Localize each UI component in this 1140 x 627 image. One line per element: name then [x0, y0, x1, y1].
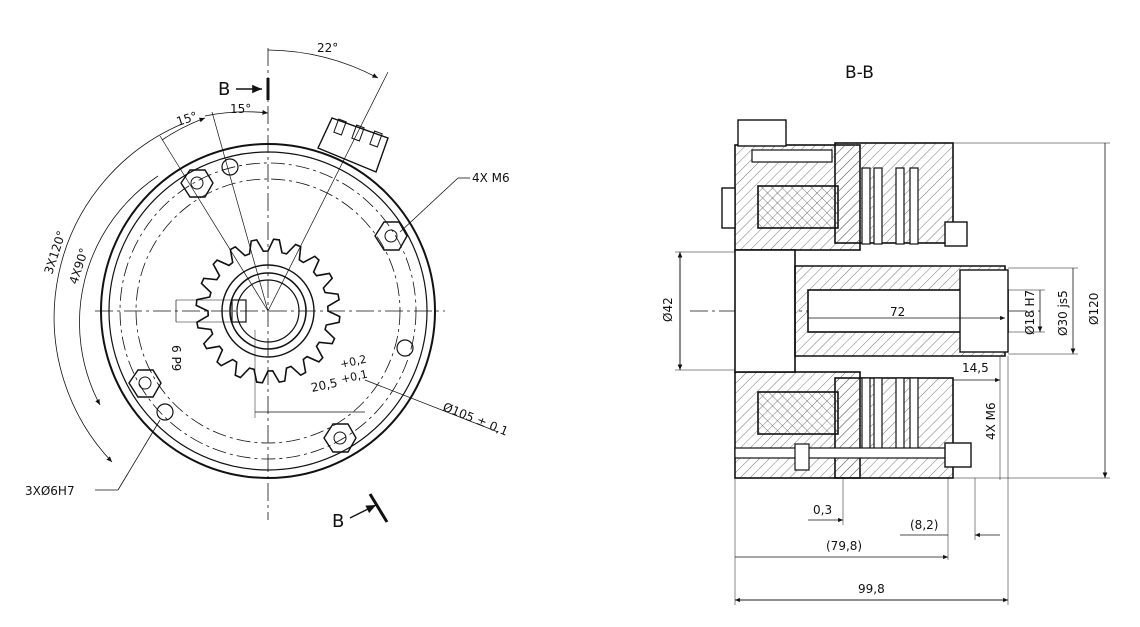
angle-4x90-arc: [79, 175, 159, 406]
angle-15-label-a: 15°: [175, 109, 200, 129]
housing-upper: [834, 142, 954, 244]
bolt-circle: [135, 178, 401, 444]
screw-head: [794, 443, 810, 471]
hex-bolt-2: [374, 221, 408, 251]
angle-22-arc: [267, 49, 379, 79]
angle-22-label: 22°: [317, 41, 338, 55]
angle-15-arc-b: [204, 109, 269, 117]
hex-bolt-4: [323, 423, 357, 453]
angle-3x120-arc: [53, 123, 183, 463]
angle-leader-b: [211, 111, 269, 312]
disc-1-lower: [861, 377, 871, 455]
angle-leader-a: [159, 135, 269, 312]
section-arrow-bottom: [349, 504, 377, 519]
dim-99-8: 99,8: [858, 582, 885, 596]
angle-15-arc-a: [161, 117, 206, 141]
side-terminal: [721, 187, 736, 229]
pin-hole-2: [396, 339, 414, 357]
pin-holes-leader: [117, 419, 161, 491]
section-label-bottom: B: [332, 511, 344, 532]
section-view: B-B: [661, 63, 1110, 605]
section-title: B-B: [845, 63, 874, 83]
dim-0-3: 0,3: [813, 503, 832, 517]
keyway-tol-upper: +0,2: [339, 353, 368, 371]
angle-4x90-label: 4X90°: [67, 246, 92, 286]
nut-upper: [944, 221, 968, 247]
pin-hole-3: [156, 403, 174, 421]
pin-holes-label: 3XØ6H7: [25, 484, 75, 498]
dim-phi42: Ø42: [661, 297, 675, 322]
coil-lower: [757, 391, 839, 435]
section-marker-bottom: [368, 493, 389, 523]
disc-3-lower: [895, 377, 905, 455]
dim-8-2: (8,2): [910, 518, 938, 532]
dim-14-5: 14,5: [962, 361, 989, 375]
housing-lower: [834, 377, 954, 479]
dim-phi18: Ø18 H7: [1023, 290, 1037, 335]
disc-2-upper: [873, 167, 883, 245]
dim-phi120: Ø120: [1087, 293, 1101, 325]
keyway-tol-lower: +0,1: [340, 368, 369, 386]
angle-15-label-b: 15°: [230, 102, 251, 116]
pin-circle: [119, 162, 417, 460]
keyway-width-label: 6 P9: [169, 345, 183, 371]
magnet-body-center: [734, 249, 796, 373]
disc-3-upper: [895, 167, 905, 245]
dim-phi30: Ø30 js5: [1056, 290, 1070, 336]
hub-bore-outer: [221, 264, 315, 358]
thread-leader: [399, 177, 459, 233]
nut-lower: [944, 442, 972, 468]
bolt-circle-label: Ø105 ± 0,1: [441, 400, 510, 439]
dim-79-8: (79,8): [826, 539, 862, 553]
spline-gear-outline: [195, 238, 341, 384]
disc-4-upper: [909, 167, 919, 245]
bolt-circle-leader: [364, 379, 499, 433]
hub-bore: [229, 272, 307, 350]
hub-shaft-step: [959, 269, 1009, 353]
section-label-top: B: [218, 79, 230, 100]
thread-label: 4X M6: [472, 171, 510, 185]
top-connector: [737, 119, 787, 147]
spline-gear: [195, 238, 341, 384]
disc-1-upper: [861, 167, 871, 245]
front-view: B B 22° 15° 15° 3X120° 4X90° 4X M6 6 P9 …: [25, 41, 510, 532]
dim-4xm6: 4X M6: [984, 402, 998, 440]
pin-hole-1: [221, 158, 239, 176]
coil-upper: [757, 185, 839, 229]
keyway: [231, 299, 247, 323]
disc-2-lower: [873, 377, 883, 455]
hex-bolt-1: [180, 169, 214, 198]
dim-72: 72: [890, 305, 905, 319]
hex-bolt-3: [128, 369, 162, 398]
disc-4-lower: [909, 377, 919, 455]
outer-housing-circle: [100, 143, 436, 479]
shaft-circle: [236, 279, 300, 343]
top-screw: [751, 149, 833, 163]
keyway-depth-label: 20,5: [310, 376, 339, 395]
angle-22-leader: [267, 71, 389, 312]
bottom-screw: [734, 447, 966, 459]
housing-inner-edge: [108, 151, 428, 471]
